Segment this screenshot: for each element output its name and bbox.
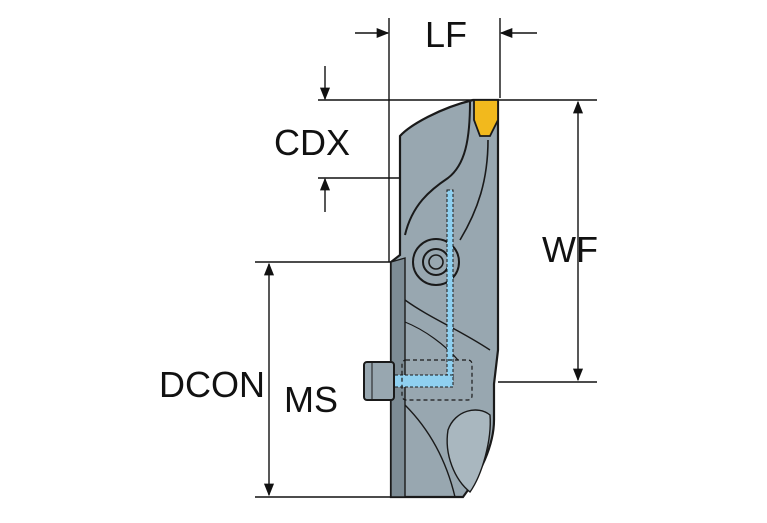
lf-label: LF — [425, 14, 467, 55]
dimension-lines — [255, 18, 597, 498]
cutting-insert — [473, 99, 499, 137]
coolant-channel-vertical — [446, 189, 454, 381]
wf-label: WF — [542, 229, 598, 270]
body-relief-pocket — [446, 409, 491, 494]
body-contour-2 — [404, 321, 459, 361]
body-contour-1 — [404, 299, 491, 351]
clamp-screw-center — [428, 254, 444, 270]
holder-body — [389, 98, 500, 499]
clamp-screw-inner — [422, 248, 450, 276]
body-contour-3 — [404, 404, 456, 498]
tool-holder — [363, 98, 500, 499]
coolant-housing — [401, 359, 473, 401]
blade-slot-curve — [459, 139, 489, 241]
dcon-subscript-label: MS — [284, 379, 338, 420]
coolant-connector — [363, 361, 395, 401]
blade-clamp-curve — [404, 101, 471, 236]
dcon-label: DCON — [159, 364, 265, 405]
cdx-label: CDX — [274, 122, 350, 163]
